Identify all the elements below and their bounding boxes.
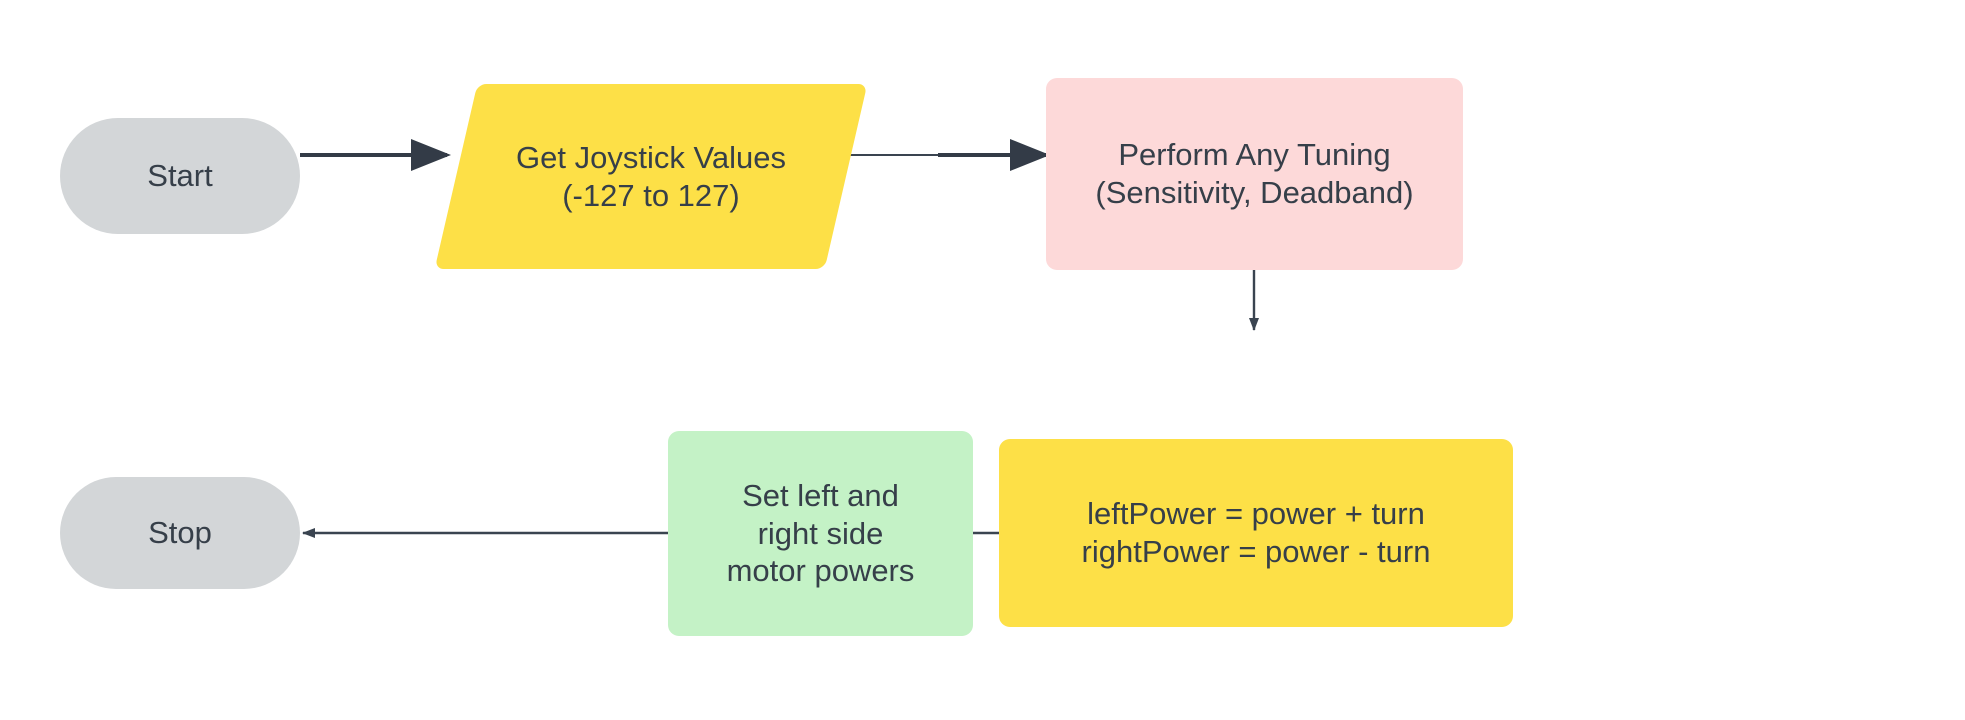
- node-get-joystick-values-label: Get Joystick Values (-127 to 127): [516, 139, 786, 213]
- node-perform-tuning[interactable]: Perform Any Tuning (Sensitivity, Deadban…: [1046, 78, 1463, 270]
- node-compute-powers[interactable]: leftPower = power + turn rightPower = po…: [999, 439, 1513, 627]
- node-perform-tuning-label: Perform Any Tuning (Sensitivity, Deadban…: [1095, 137, 1414, 210]
- node-stop-label: Stop: [148, 515, 212, 551]
- node-set-motor-powers-label: Set left and right side motor powers: [726, 477, 915, 589]
- node-set-motor-powers[interactable]: Set left and right side motor powers: [668, 431, 973, 636]
- node-start-label: Start: [147, 158, 213, 194]
- node-stop[interactable]: Stop: [60, 477, 300, 589]
- node-compute-powers-label: leftPower = power + turn rightPower = po…: [1081, 496, 1431, 569]
- node-start[interactable]: Start: [60, 118, 300, 234]
- node-get-joystick-values[interactable]: Get Joystick Values (-127 to 127): [434, 84, 868, 269]
